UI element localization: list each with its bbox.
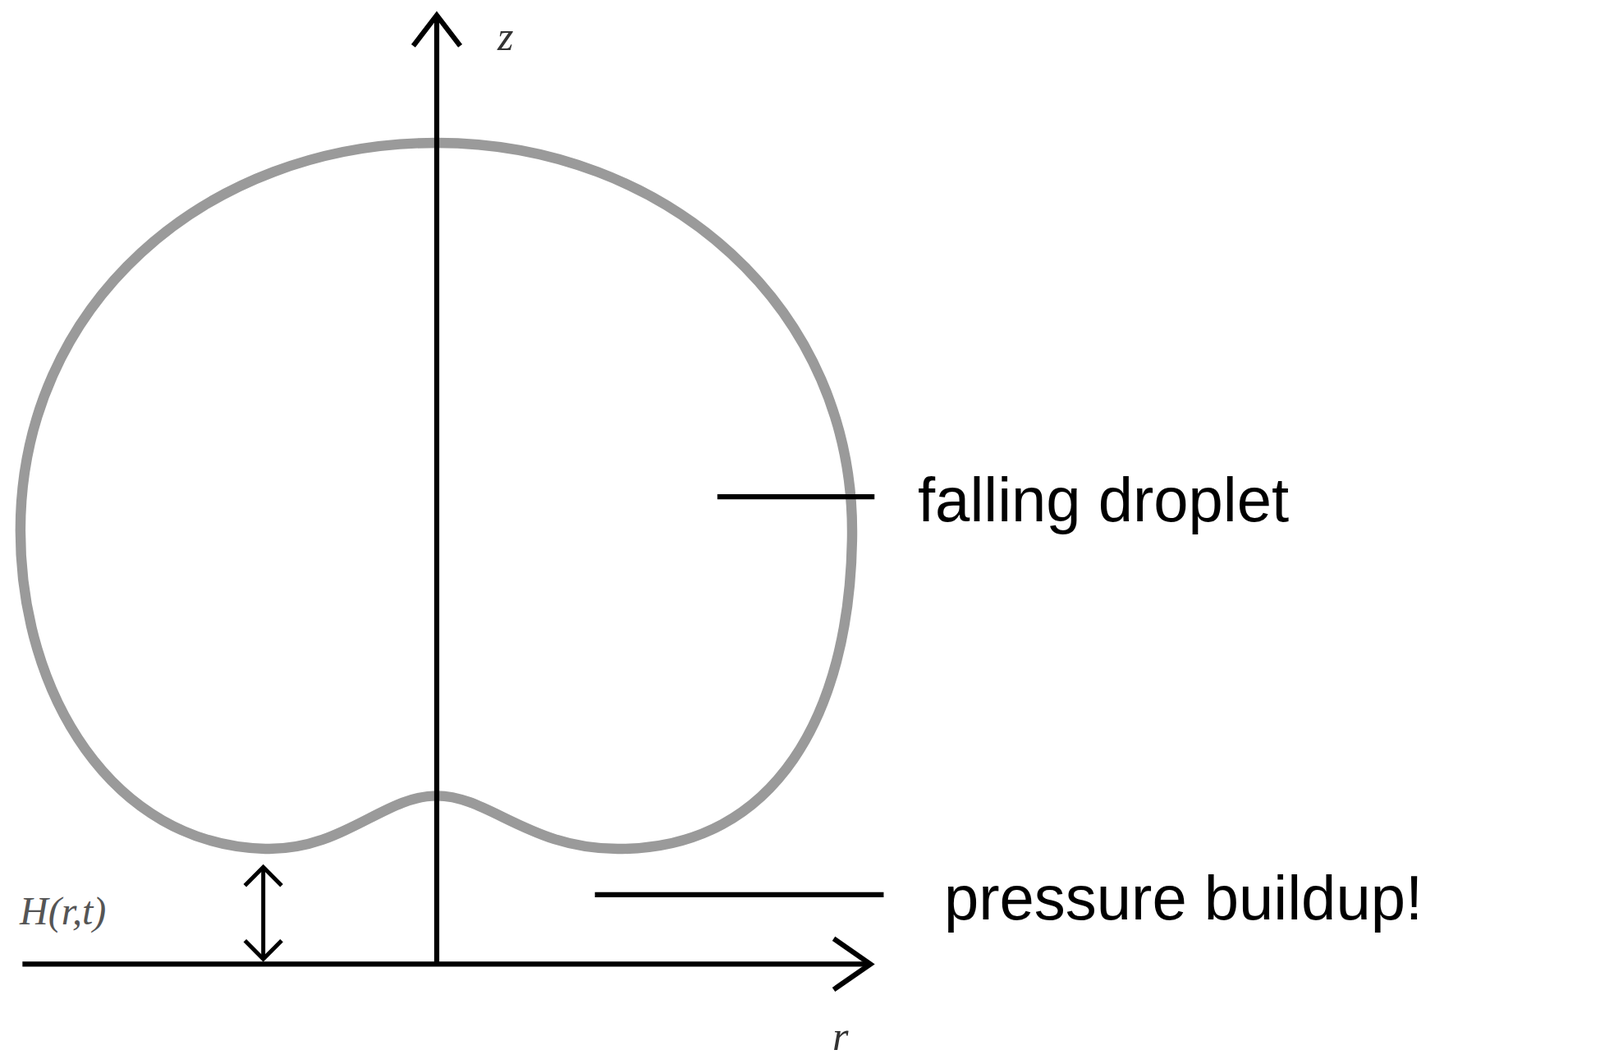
r-axis: [22, 961, 871, 967]
axis-label: z: [497, 15, 514, 57]
gap-arrowhead: [244, 866, 282, 885]
gap-arrowhead: [244, 940, 282, 959]
callout-label: falling droplet: [917, 468, 1289, 532]
leader-line: [717, 494, 875, 500]
r-axis-arrowhead: [834, 938, 872, 990]
axis-label: r: [832, 1015, 849, 1057]
gap-dimension-line: [261, 866, 266, 959]
dimension-label: H(r,t): [19, 891, 106, 931]
callout-label: pressure buildup!: [944, 866, 1423, 930]
z-axis-arrowhead: [412, 15, 460, 46]
leader-line: [595, 892, 885, 898]
z-axis: [434, 17, 440, 964]
